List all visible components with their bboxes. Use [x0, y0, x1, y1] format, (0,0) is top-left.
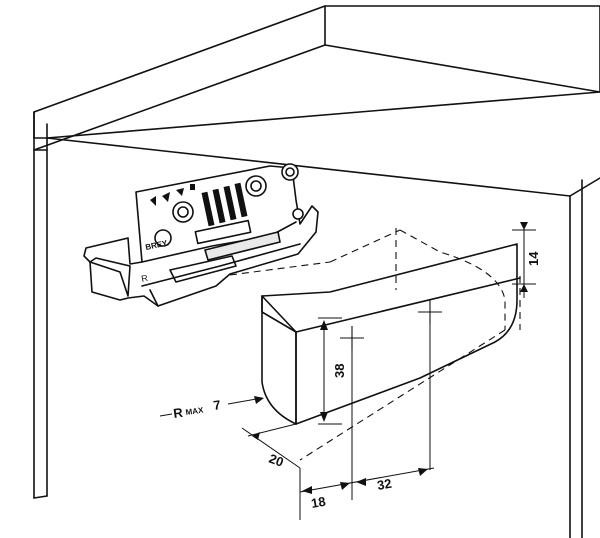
cabinet-left-side-panel [33, 123, 48, 499]
hidden-lines [229, 228, 521, 461]
radius-prefix: R [172, 405, 184, 421]
dimension-20-label: 20 [267, 451, 286, 470]
dimension-18-label: 18 [310, 494, 327, 511]
cabinet-top-panel [33, 5, 600, 151]
hinge-mounting-plate: BREY. R [83, 163, 319, 307]
dimension-38-label: 38 [332, 364, 347, 378]
cabinet-inner-back-edge [46, 137, 571, 197]
dimension-14: 14 [512, 222, 541, 298]
door-panel [261, 243, 521, 425]
cabinet-right-side-panel [569, 177, 600, 538]
radius-value: 7 [212, 397, 221, 413]
radius-max-label: MAX [185, 406, 205, 417]
radius-annotation: R MAX 7 [159, 396, 264, 421]
dimension-20: 20 [241, 423, 301, 470]
dimension-18-32: 18 32 [299, 467, 435, 520]
dimension-32-label: 32 [376, 476, 393, 493]
hinge-letter-marking: R [140, 273, 149, 284]
dimension-38: 38 [318, 317, 347, 425]
drill-hole-marks [340, 300, 442, 500]
dimension-14-label: 14 [526, 251, 541, 266]
